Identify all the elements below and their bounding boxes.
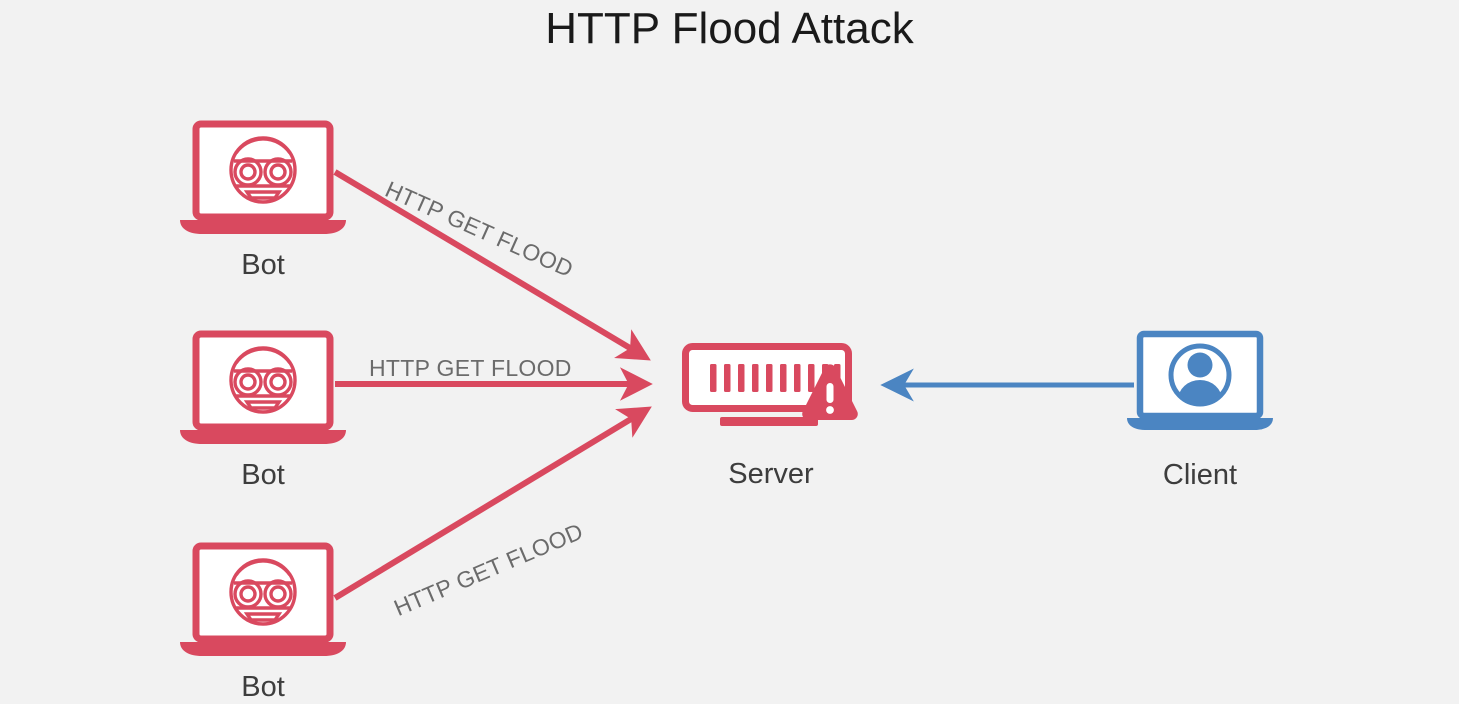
node-label-bot-1: Bot — [241, 249, 285, 281]
edge-label-bot1: HTTP GET FLOOD — [381, 176, 578, 283]
node-bot-1[interactable]: Bot — [177, 120, 349, 281]
edge-label-bot2: HTTP GET FLOOD — [369, 355, 572, 381]
node-label-bot-2: Bot — [241, 459, 285, 491]
node-bot-3[interactable]: Bot — [177, 542, 349, 703]
edge-label-bot3: HTTP GET FLOOD — [390, 517, 587, 621]
client-laptop-user-icon — [1127, 330, 1273, 430]
node-server[interactable]: Server — [682, 343, 860, 490]
node-client[interactable]: Client — [1125, 330, 1275, 491]
node-label-bot-3: Bot — [241, 671, 285, 703]
bot-laptop-icon — [180, 330, 346, 444]
bot-laptop-icon — [180, 120, 346, 234]
bot-laptop-icon — [180, 542, 346, 656]
node-bot-2[interactable]: Bot — [177, 330, 349, 491]
page-title: HTTP Flood Attack — [545, 4, 914, 53]
user-avatar-icon — [1168, 343, 1232, 407]
node-label-server: Server — [728, 458, 814, 490]
server-overloaded-icon — [682, 343, 858, 426]
node-label-client: Client — [1162, 459, 1238, 491]
warning-triangle-icon — [802, 364, 858, 420]
